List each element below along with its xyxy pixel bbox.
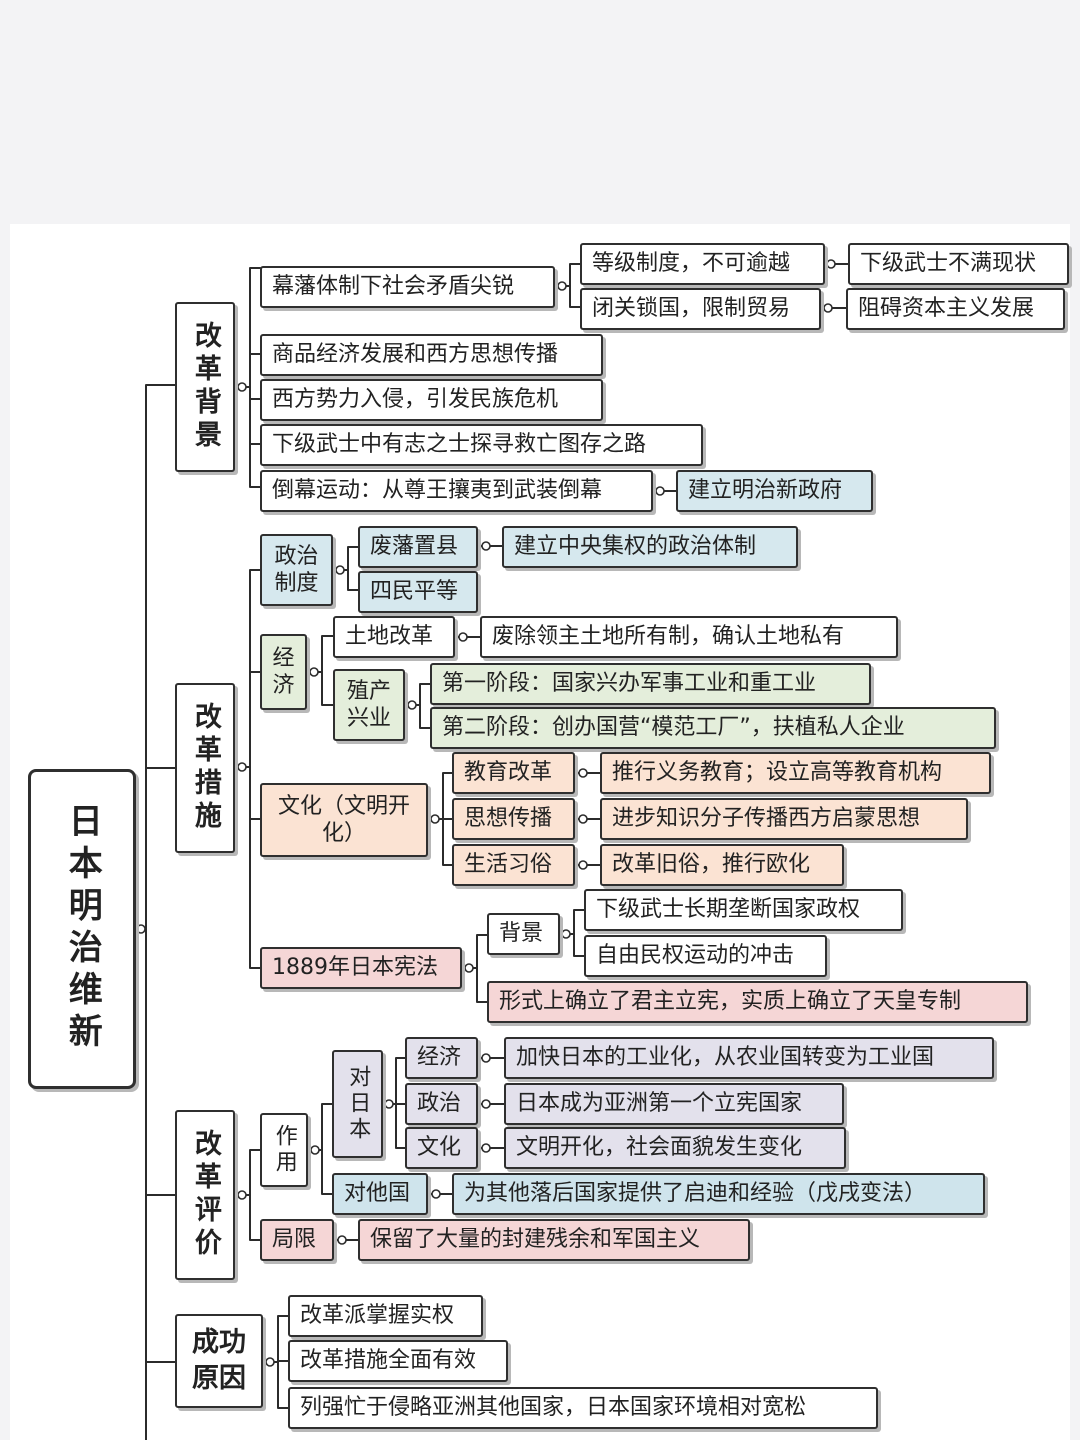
- measures-politics[interactable]: 政治制度: [260, 534, 333, 606]
- politics-equality[interactable]: 四民平等: [358, 571, 478, 613]
- politics-abolish-result[interactable]: 建立中央集权的政治体制: [502, 526, 798, 568]
- bg-result-hinder[interactable]: 阻碍资本主义发展: [846, 288, 1065, 330]
- to-others-detail[interactable]: 为其他落后国家提供了启迪和经验（戊戌变法）: [452, 1173, 985, 1215]
- economy-land-reform[interactable]: 土地改革: [333, 616, 455, 658]
- evaluation-effect-label: 作用: [271, 1124, 297, 1176]
- japan-aspect-economy[interactable]: 经济: [405, 1037, 478, 1079]
- culture-education[interactable]: 教育改革: [452, 752, 575, 794]
- branch-success[interactable]: 成功原因: [175, 1314, 263, 1408]
- constitution-essence[interactable]: 形式上确立了君主立宪，实质上确立了天皇专制: [487, 981, 1028, 1023]
- culture-thought-detail[interactable]: 进步知识分子传播西方启蒙思想: [600, 798, 968, 840]
- economy-stage-two[interactable]: 第二阶段：创办国营“模范工厂”，扶植私人企业: [430, 707, 996, 749]
- measures-economy[interactable]: 经济: [260, 634, 307, 710]
- culture-custom[interactable]: 生活习俗: [452, 844, 575, 886]
- japan-culture-detail[interactable]: 文明开化，社会面貌发生变化: [504, 1127, 846, 1169]
- evaluation-to-japan[interactable]: 对日本: [332, 1050, 383, 1158]
- constitution-bg-civil-rights[interactable]: 自由民权运动的冲击: [584, 935, 827, 977]
- evaluation-effect[interactable]: 作用: [260, 1113, 308, 1187]
- japan-aspect-politics[interactable]: 政治: [405, 1083, 478, 1125]
- measures-culture[interactable]: 文化（文明开化）: [260, 783, 428, 857]
- culture-custom-detail[interactable]: 改革旧俗，推行欧化: [600, 844, 844, 886]
- bg-item-invasion[interactable]: 西方势力入侵，引发民族危机: [260, 379, 603, 421]
- economy-land-reform-detail[interactable]: 废除领主土地所有制，确认土地私有: [480, 616, 898, 658]
- bg-contradiction-seclusion[interactable]: 闭关锁国，限制贸易: [580, 288, 821, 330]
- japan-aspect-culture[interactable]: 文化: [405, 1127, 478, 1169]
- bg-item-movement[interactable]: 倒幕运动：从尊王攘夷到武装倒幕: [260, 470, 653, 512]
- success-power[interactable]: 改革派掌握实权: [288, 1295, 483, 1337]
- branch-evaluation[interactable]: 改革评价: [175, 1110, 235, 1280]
- politics-abolish-domains[interactable]: 废藩置县: [358, 526, 478, 568]
- economy-industry[interactable]: 殖产兴业: [333, 669, 405, 741]
- bg-item-economy[interactable]: 商品经济发展和西方思想传播: [260, 334, 603, 376]
- evaluation-to-others[interactable]: 对他国: [332, 1173, 428, 1215]
- branch-evaluation-title: 改革评价: [189, 1129, 221, 1261]
- measures-constitution[interactable]: 1889年日本宪法: [260, 947, 462, 989]
- bg-result-discontent[interactable]: 下级武士不满现状: [848, 243, 1069, 285]
- japan-economy-detail[interactable]: 加快日本的工业化，从农业国转变为工业国: [504, 1037, 994, 1079]
- constitution-background[interactable]: 背景: [487, 913, 560, 955]
- bg-item-contradiction[interactable]: 幕藩体制下社会矛盾尖锐: [260, 266, 555, 308]
- constitution-bg-monopoly[interactable]: 下级武士长期垄断国家政权: [584, 889, 903, 931]
- root-node[interactable]: 日本明治维新: [28, 769, 136, 1089]
- limit-detail[interactable]: 保留了大量的封建残余和军国主义: [358, 1219, 750, 1261]
- branch-background-title: 改革背景: [189, 321, 221, 453]
- bg-item-samurai[interactable]: 下级武士中有志之士探寻救亡图存之路: [260, 424, 703, 466]
- root-title: 日本明治维新: [62, 803, 103, 1055]
- branch-measures-title: 改革措施: [189, 702, 221, 834]
- culture-education-detail[interactable]: 推行义务教育；设立高等教育机构: [600, 752, 991, 794]
- culture-thought[interactable]: 思想传播: [452, 798, 575, 840]
- branch-measures[interactable]: 改革措施: [175, 683, 235, 853]
- success-environment[interactable]: 列强忙于侵略亚洲其他国家，日本国家环境相对宽松: [288, 1387, 878, 1429]
- evaluation-to-japan-label: 对日本: [345, 1065, 371, 1143]
- evaluation-limit[interactable]: 局限: [260, 1219, 334, 1261]
- success-measures[interactable]: 改革措施全面有效: [288, 1340, 508, 1382]
- branch-background[interactable]: 改革背景: [175, 302, 235, 472]
- bg-movement-result[interactable]: 建立明治新政府: [676, 470, 873, 512]
- bg-contradiction-hierarchy[interactable]: 等级制度，不可逾越: [580, 243, 825, 285]
- economy-stage-one[interactable]: 第一阶段：国家兴办军事工业和重工业: [430, 663, 871, 705]
- japan-politics-detail[interactable]: 日本成为亚洲第一个立宪国家: [504, 1083, 844, 1125]
